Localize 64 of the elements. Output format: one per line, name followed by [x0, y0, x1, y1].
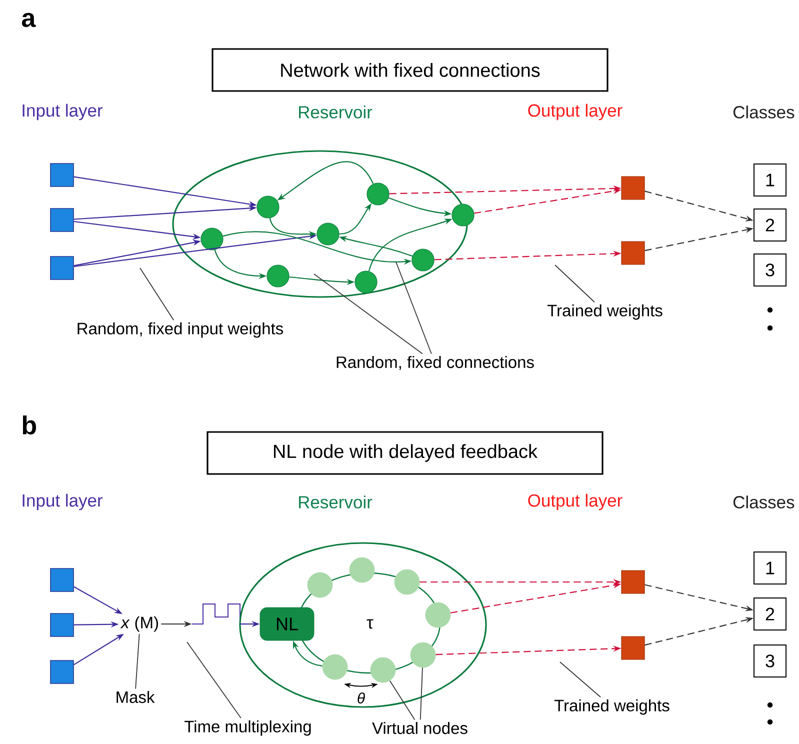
annotation-text: Trained weights: [554, 699, 670, 715]
output-square: [621, 636, 645, 660]
panel-letter: b: [22, 415, 36, 435]
annotation-text: Random, fixed connections: [336, 356, 534, 370]
reservoir-ellipse: [239, 542, 487, 708]
neuron-circle: [366, 182, 390, 206]
neuron-circle: [316, 222, 340, 246]
column-heading: Output layer: [528, 494, 622, 510]
leader-line: [420, 667, 423, 720]
panel-letter: a: [22, 12, 36, 28]
title-box: NL node with delayed feedback: [206, 431, 604, 475]
output-square: [621, 176, 645, 200]
virtual-node-circle: [370, 657, 396, 683]
virtual-node-circle: [322, 654, 348, 680]
leader-line: [140, 268, 174, 321]
column-heading: Classes: [733, 106, 794, 118]
input-square: [50, 256, 74, 280]
column-heading: Classes: [733, 496, 794, 508]
class-box: 1: [754, 552, 787, 584]
annotation-text: x (M): [120, 616, 158, 632]
virtual-node-circle: [425, 602, 451, 628]
annotation-text: Time multiplexing: [184, 720, 311, 736]
neuron-circle: [412, 248, 434, 272]
output-square: [621, 570, 645, 594]
leader-line: [389, 680, 416, 720]
square-wave-drawing: [192, 604, 240, 624]
symbol-label: τ: [366, 619, 374, 629]
input-square: [50, 660, 74, 684]
virtual-node-circle: [394, 569, 420, 595]
annotation-text: Mask: [116, 690, 155, 704]
input-square: [50, 568, 74, 592]
class-box: 3: [754, 254, 787, 286]
class-box: 2: [754, 208, 787, 242]
title-box: Network with fixed connections: [212, 48, 608, 92]
neuron-circle: [354, 270, 378, 294]
leader-line: [554, 264, 595, 303]
virtual-node-circle: [410, 642, 436, 668]
neuron-circle: [266, 264, 290, 288]
input-square: [50, 613, 74, 637]
annotation-text: Random, fixed input weights: [78, 322, 283, 338]
class-box: 2: [754, 598, 787, 630]
leader-line: [560, 662, 602, 698]
class-box: 1: [754, 164, 787, 196]
leader-line: [314, 274, 423, 354]
nl-box: NL: [260, 607, 314, 641]
symbol-label: θ: [358, 692, 365, 704]
neuron-circle: [256, 196, 280, 218]
leader-line: [135, 633, 140, 690]
virtual-node-circle: [349, 557, 375, 583]
leader-line: [186, 642, 242, 719]
input-square: [50, 208, 74, 232]
neuron-circle: [452, 204, 474, 226]
class-box: 3: [754, 644, 787, 678]
neuron-circle: [200, 228, 224, 250]
leader-line: [396, 262, 432, 354]
column-heading: Reservoir: [299, 496, 372, 508]
virtual-node-circle: [307, 572, 333, 598]
column-heading: Input layer: [22, 104, 103, 120]
output-square: [621, 241, 645, 265]
annotation-text: Virtual nodes: [372, 722, 468, 734]
reservoir-ellipse: [172, 150, 468, 298]
input-square: [50, 163, 74, 187]
column-heading: Input layer: [22, 494, 103, 510]
annotation-text: Trained weights: [547, 304, 662, 320]
